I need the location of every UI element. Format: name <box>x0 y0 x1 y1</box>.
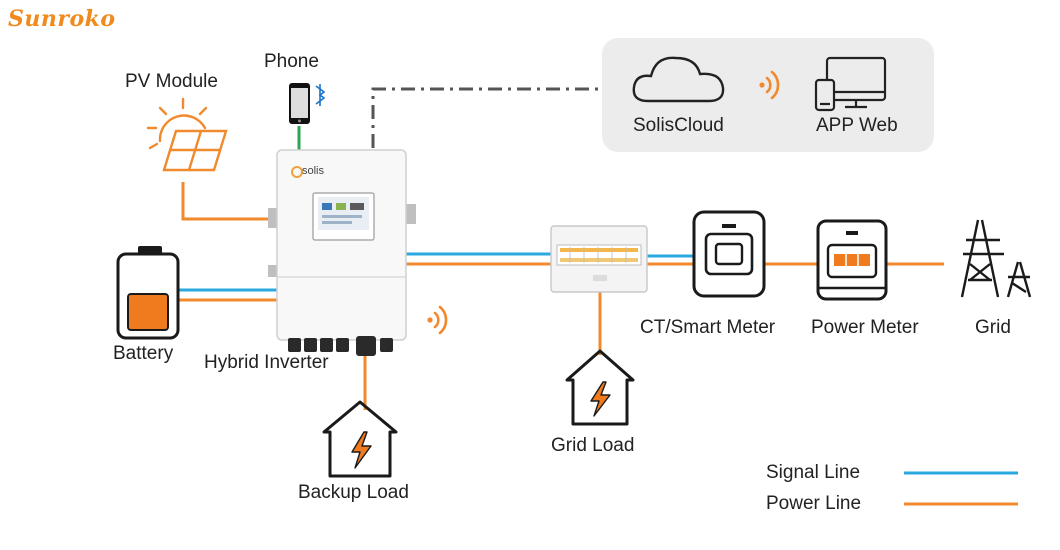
grid-load-label: Grid Load <box>551 435 635 456</box>
cloud-label: SolisCloud <box>633 115 724 136</box>
pv-power-line <box>181 182 275 221</box>
monitor-phone-icon <box>814 56 887 112</box>
wifi-icon <box>427 305 448 335</box>
phone-icon <box>289 83 310 124</box>
inverter-icon <box>268 149 416 356</box>
wifi-icon <box>759 70 780 100</box>
ct-meter-icon <box>692 210 766 298</box>
brand-logo: Sunroko <box>8 6 116 32</box>
pylon-icon <box>960 219 1032 298</box>
power-meter-label: Power Meter <box>811 317 919 338</box>
sun-panel-icon <box>146 97 228 172</box>
ct-meter-label: CT/Smart Meter <box>640 317 776 338</box>
backup-load-label: Backup Load <box>298 482 409 503</box>
power-meter-icon <box>816 219 888 301</box>
phone-label: Phone <box>264 51 319 72</box>
legend-signal-label: Signal Line <box>766 462 861 483</box>
cloud-panel <box>602 38 934 152</box>
grid-label: Grid <box>975 317 1011 338</box>
app-web-label: APP Web <box>816 115 898 136</box>
house-bolt-icon <box>565 349 635 426</box>
bluetooth-icon <box>315 84 326 106</box>
battery-label: Battery <box>113 343 174 364</box>
pv-module-label: PV Module <box>125 71 218 92</box>
dashdot-link <box>371 87 600 148</box>
breaker-box-icon <box>550 225 648 293</box>
cloud-icon <box>632 56 725 103</box>
inverter-label: Hybrid Inverter <box>204 352 329 373</box>
house-bolt-icon <box>322 400 398 478</box>
battery-icon <box>116 246 180 340</box>
legend-power-label: Power Line <box>766 493 862 514</box>
inverter-brand-label: solis <box>302 165 325 177</box>
